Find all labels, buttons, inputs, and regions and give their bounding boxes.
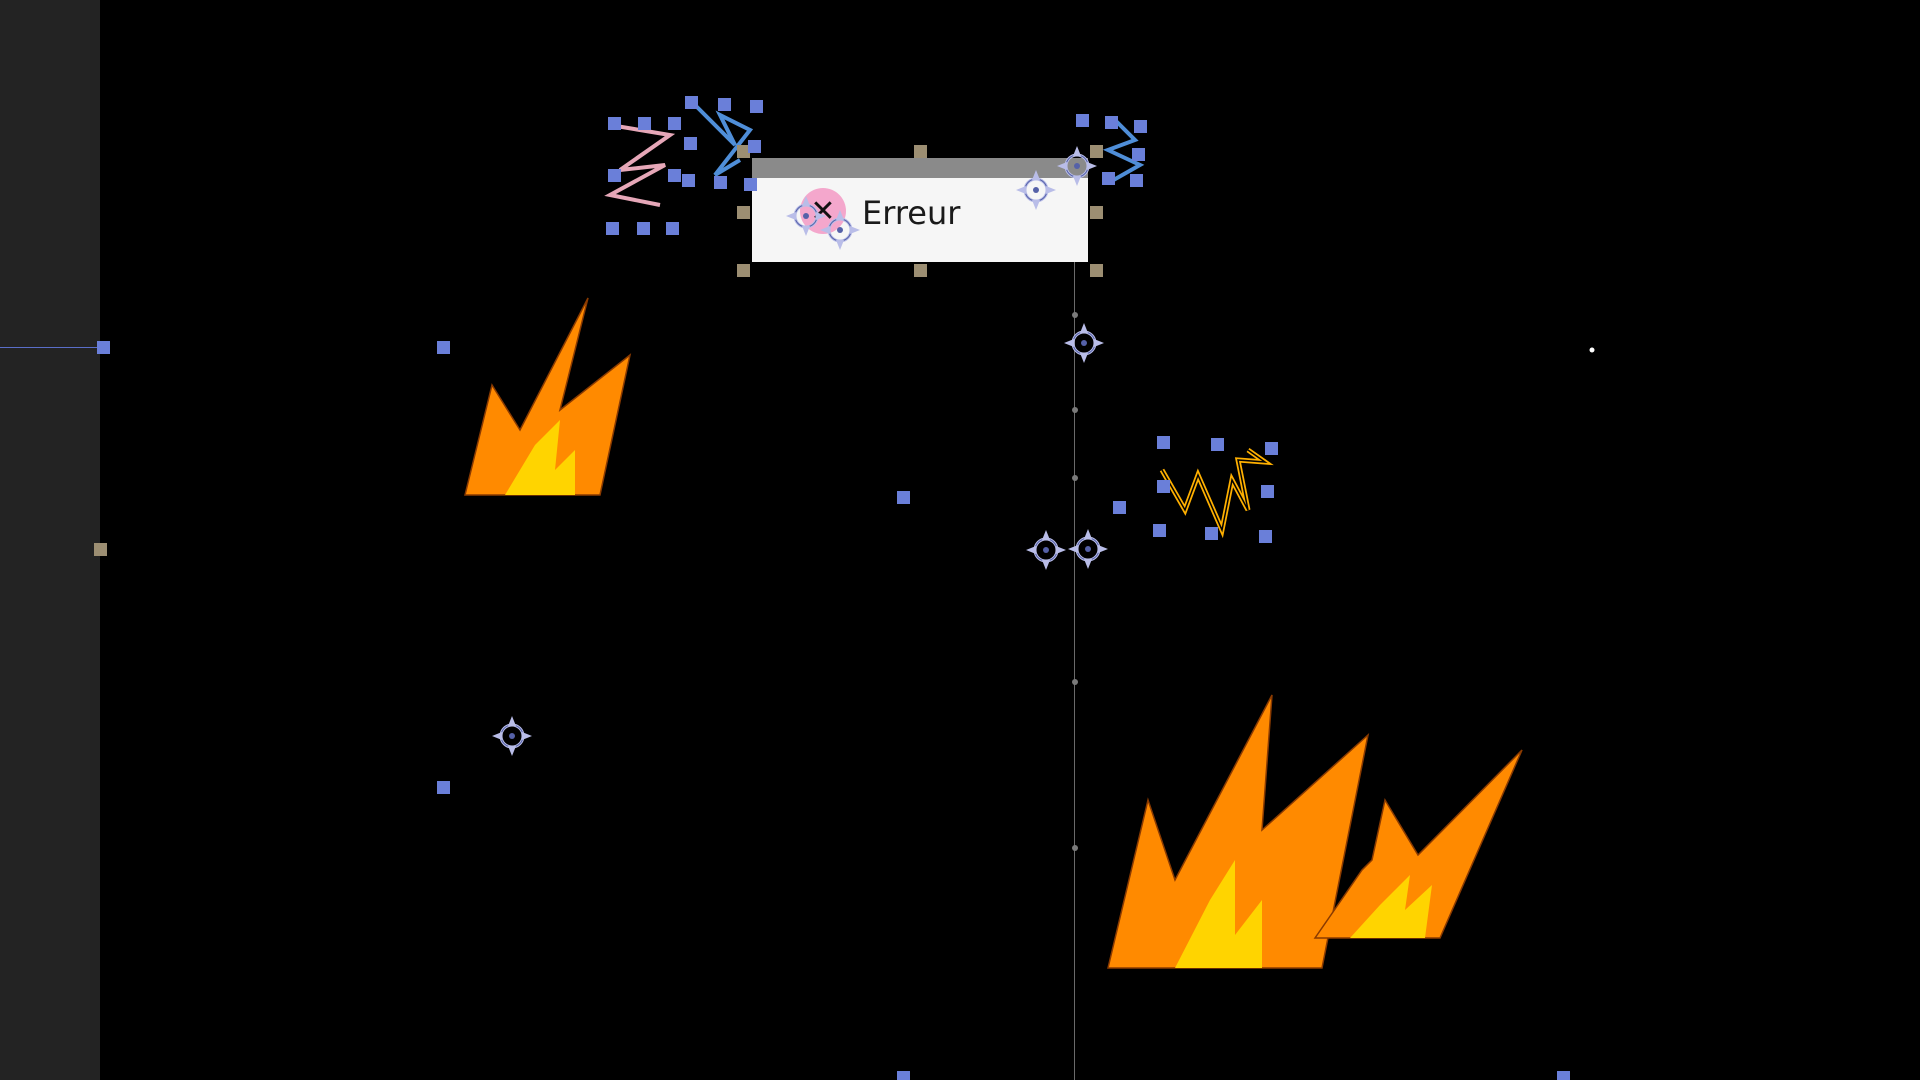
selection-handle[interactable] [1132, 148, 1145, 161]
horizontal-guide-line [0, 347, 104, 348]
transform-handle[interactable] [94, 543, 107, 556]
selection-handle[interactable] [1113, 501, 1126, 514]
selection-handle[interactable] [1157, 436, 1170, 449]
flame-icon[interactable] [1313, 749, 1523, 939]
crosshair-pivot-icon[interactable] [1066, 527, 1110, 571]
transform-handle[interactable] [914, 264, 927, 277]
selection-handle[interactable] [714, 176, 727, 189]
transform-handle[interactable] [914, 145, 927, 158]
transform-handle[interactable] [1090, 145, 1103, 158]
error-label: Erreur [862, 194, 961, 232]
transform-handle[interactable] [1090, 206, 1103, 219]
selection-handle[interactable] [637, 222, 650, 235]
crosshair-pivot-icon[interactable] [1014, 168, 1058, 212]
path-keyframe-dots [1072, 312, 1078, 851]
selection-handle[interactable] [682, 174, 695, 187]
crosshair-pivot-icon[interactable] [1024, 528, 1068, 572]
crosshair-pivot-icon[interactable] [490, 714, 534, 758]
selection-handle[interactable] [685, 96, 698, 109]
selection-handle[interactable] [897, 1071, 910, 1080]
left-side-panel [0, 0, 100, 1080]
selection-handle[interactable] [718, 98, 731, 111]
selection-handle[interactable] [1265, 442, 1278, 455]
selection-handle[interactable] [1105, 116, 1118, 129]
selection-handle[interactable] [1205, 527, 1218, 540]
selection-handle[interactable] [1261, 485, 1274, 498]
selection-handle[interactable] [606, 222, 619, 235]
selection-handle[interactable] [668, 169, 681, 182]
flame-icon[interactable] [464, 297, 632, 496]
selection-handle[interactable] [897, 491, 910, 504]
selection-handle[interactable] [1211, 438, 1224, 451]
selection-handle[interactable] [1130, 174, 1143, 187]
crosshair-pivot-icon[interactable] [1062, 321, 1106, 365]
vertical-motion-path [1074, 160, 1075, 1080]
selection-handle[interactable] [666, 222, 679, 235]
transform-handle[interactable] [737, 264, 750, 277]
crosshair-pivot-icon[interactable] [1055, 144, 1099, 188]
transform-handle[interactable] [737, 206, 750, 219]
selection-handle[interactable] [744, 178, 757, 191]
selection-handle[interactable] [748, 140, 761, 153]
selection-handle[interactable] [1153, 524, 1166, 537]
selection-handle[interactable] [437, 341, 450, 354]
selection-handle[interactable] [638, 117, 651, 130]
zigzag-lightning-icon[interactable] [688, 98, 754, 177]
selection-handle[interactable] [750, 100, 763, 113]
selection-handle[interactable] [1076, 114, 1089, 127]
selection-handle[interactable] [1134, 120, 1147, 133]
selection-handle[interactable] [1259, 530, 1272, 543]
selection-handle[interactable] [1157, 480, 1170, 493]
white-dot [1589, 347, 1595, 353]
selection-handle[interactable] [608, 117, 621, 130]
selection-handle[interactable] [97, 341, 110, 354]
selection-handle[interactable] [684, 137, 697, 150]
selection-handle[interactable] [608, 169, 621, 182]
transform-handle[interactable] [1090, 264, 1103, 277]
zigzag-lightning-icon[interactable] [1102, 118, 1145, 184]
zigzag-lightning-icon[interactable] [604, 123, 676, 207]
selection-handle[interactable] [1102, 172, 1115, 185]
selection-handle[interactable] [1557, 1071, 1570, 1080]
transform-handle[interactable] [737, 145, 750, 158]
selection-handle[interactable] [668, 117, 681, 130]
selection-handle[interactable] [437, 781, 450, 794]
